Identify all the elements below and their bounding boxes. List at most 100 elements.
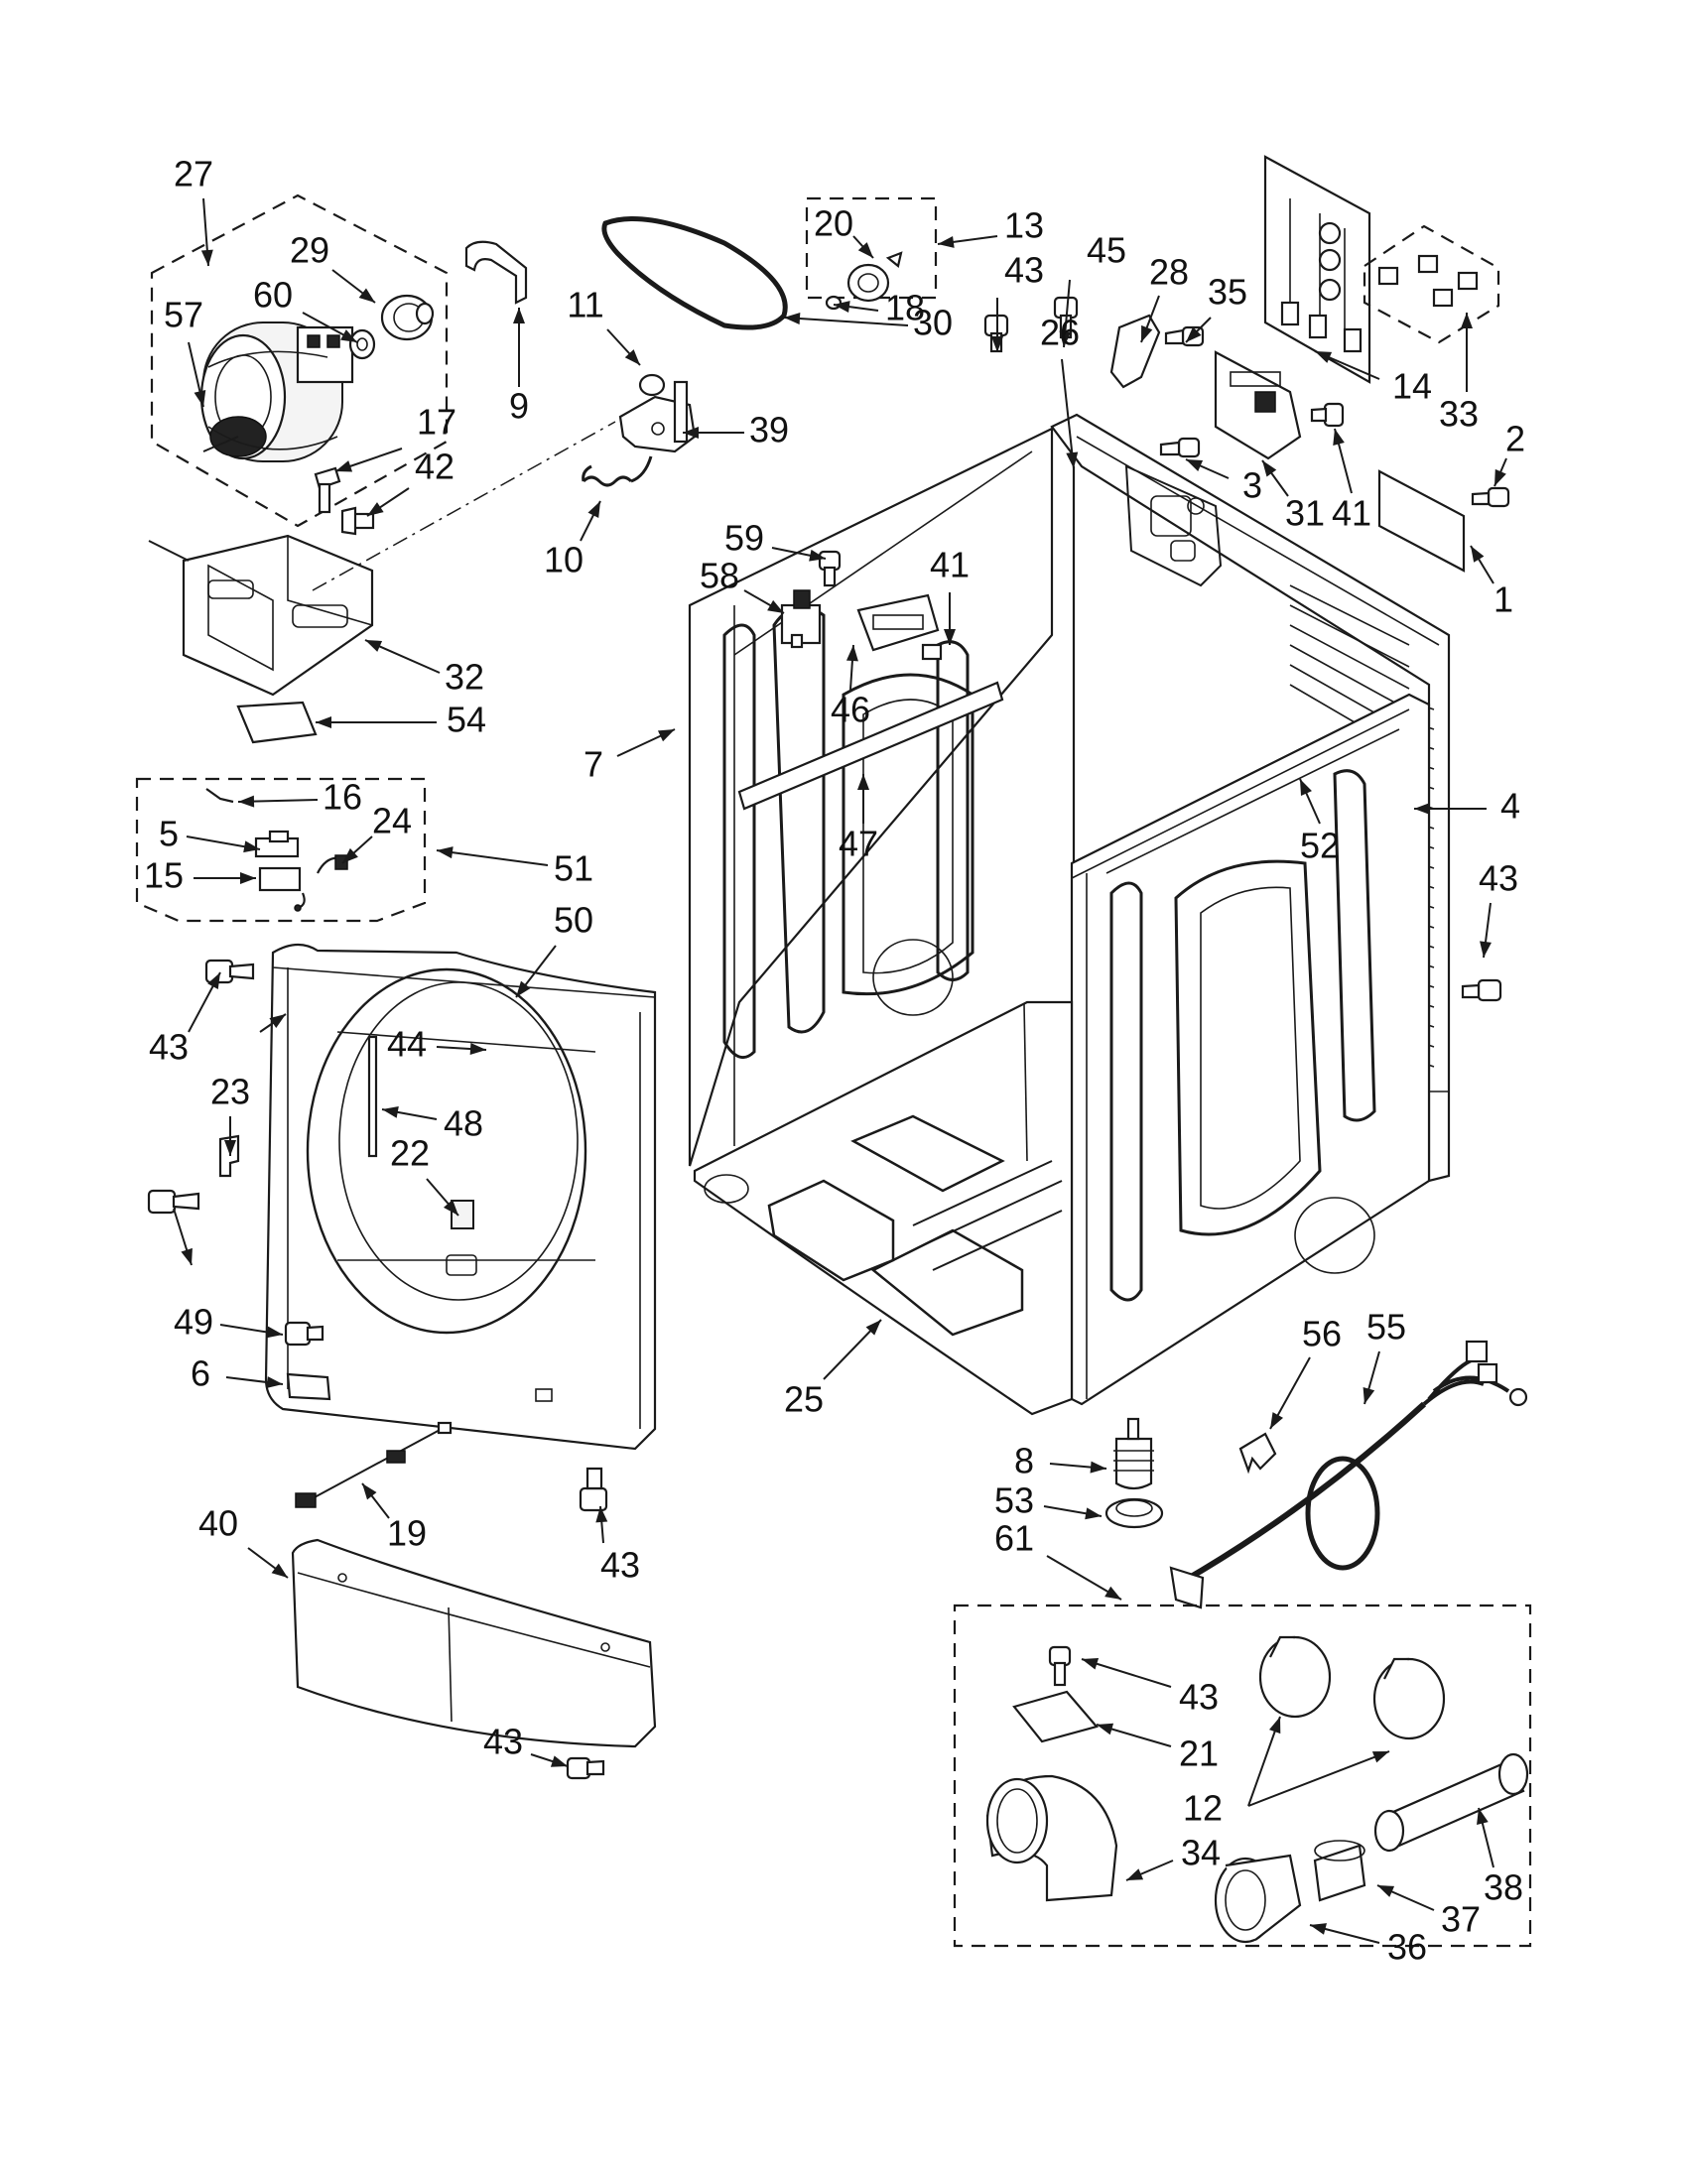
toe-panel [291, 1538, 657, 1748]
leader-c30-head [784, 313, 801, 325]
leader-c39-head [683, 427, 699, 439]
callout-label: 24 [372, 801, 412, 841]
callout-label: 22 [390, 1133, 430, 1174]
callout-label: 16 [323, 777, 362, 818]
leader-c2-head [1494, 468, 1506, 486]
drive-belt [601, 216, 788, 330]
leader-c53-head [1085, 1507, 1102, 1520]
callout-label: 39 [749, 410, 789, 450]
leader-c4-head [1414, 803, 1430, 815]
leader-c54-head [316, 716, 331, 728]
leader-c32-head [365, 640, 383, 652]
callout-label: 59 [724, 518, 764, 559]
callout-label: 43 [1479, 858, 1518, 899]
motor-mount-bracket [148, 534, 374, 697]
callout-label: 43 [483, 1722, 523, 1762]
leader-c47-head [857, 774, 869, 790]
leader-c13-head [938, 235, 955, 248]
door-switch [205, 788, 348, 912]
leader-c41a-head [1333, 429, 1345, 446]
leader-c7-head [657, 729, 675, 742]
callout-label: 55 [1366, 1307, 1406, 1348]
leader-c24-head [342, 847, 358, 863]
leader-c20-head [857, 242, 873, 258]
vent-tube [1373, 1752, 1529, 1853]
leader-c61-head [1104, 1586, 1121, 1600]
callout-label: 3 [1242, 465, 1262, 506]
harness-screw [818, 550, 842, 587]
callout-label: 31 [1285, 493, 1325, 534]
motor-kit-outline [150, 193, 449, 528]
drive-motor [199, 321, 354, 462]
power-cord [1169, 1340, 1528, 1609]
switch-kit-outline [135, 777, 427, 923]
callout-label: 40 [198, 1503, 238, 1544]
leader-c46-head [845, 645, 858, 662]
leader-c43e-head [1480, 941, 1492, 958]
callout-label: 43 [1004, 250, 1044, 291]
callout-label: 48 [444, 1103, 483, 1144]
leader-c35-head [1186, 326, 1202, 342]
leader-c51-head [437, 846, 454, 859]
callout-label: 6 [191, 1353, 210, 1394]
leader-c60-head [340, 329, 357, 342]
leader-c16-head [238, 795, 255, 808]
leader-c57-head [194, 390, 206, 407]
callout-label: 29 [290, 230, 329, 271]
extra-leader-6-head [181, 1247, 193, 1265]
extra-leader-0-head [269, 1014, 286, 1029]
callout-label: 26 [1040, 313, 1080, 353]
vent-caps [1258, 1635, 1446, 1740]
leader-c14-head [1315, 351, 1333, 363]
leader-c15-head [240, 872, 256, 884]
extra-leader-3-head [1059, 330, 1072, 347]
moisture-sensor-board [856, 593, 943, 661]
front-panel-lower-screw [579, 1467, 608, 1512]
cord-strain-clip [1238, 1432, 1277, 1475]
callout-label: 20 [814, 203, 853, 244]
side-panel-screw [1461, 978, 1502, 1002]
callout-label: 41 [930, 545, 970, 585]
vent-kit-screw [1048, 1645, 1072, 1687]
extra-leader-2-head [991, 336, 1003, 352]
idler-assembly [618, 373, 697, 453]
leader-c36-head [1310, 1923, 1327, 1935]
leader-c29-head [358, 288, 375, 303]
motor-pulley-washer [348, 328, 376, 360]
callout-label: 15 [144, 855, 184, 896]
leader-c50-head [516, 980, 531, 997]
terminal-kit [1263, 155, 1371, 384]
callout-label: 13 [1004, 205, 1044, 246]
leader-c9-head [513, 308, 525, 323]
leader-c52-head [1300, 779, 1312, 797]
leader-c1-head [1471, 546, 1485, 563]
extra-leader-1-head [207, 972, 220, 989]
callout-label: 36 [1387, 1927, 1427, 1968]
leader-c8-head [1090, 1461, 1106, 1474]
foot-pad [1104, 1497, 1164, 1529]
vent-connector [1313, 1840, 1366, 1902]
leader-c49-head [266, 1326, 283, 1339]
callout-label: 43 [600, 1545, 640, 1586]
callout-label: 7 [584, 744, 603, 785]
leader-c43f-head [1082, 1658, 1100, 1670]
callout-label: 14 [1392, 366, 1432, 407]
callout-label: 9 [509, 386, 529, 427]
leader-c38-head [1477, 1808, 1489, 1825]
leader-c59-head [809, 549, 826, 562]
callout-label: 49 [174, 1302, 213, 1343]
leader-c58-head [767, 599, 784, 613]
leader-c42-head [367, 502, 384, 516]
callout-label: 23 [210, 1072, 250, 1112]
callout-label: 44 [387, 1024, 427, 1065]
cabinet-base [693, 1000, 1074, 1416]
leader-c11-head [624, 349, 640, 365]
callout-label: 47 [839, 824, 878, 864]
hinge-screw [147, 1189, 200, 1215]
callout-label: 33 [1439, 394, 1479, 435]
leader-c41b-head [944, 629, 956, 645]
callout-label: 2 [1505, 419, 1525, 459]
callout-label: 58 [700, 556, 739, 596]
